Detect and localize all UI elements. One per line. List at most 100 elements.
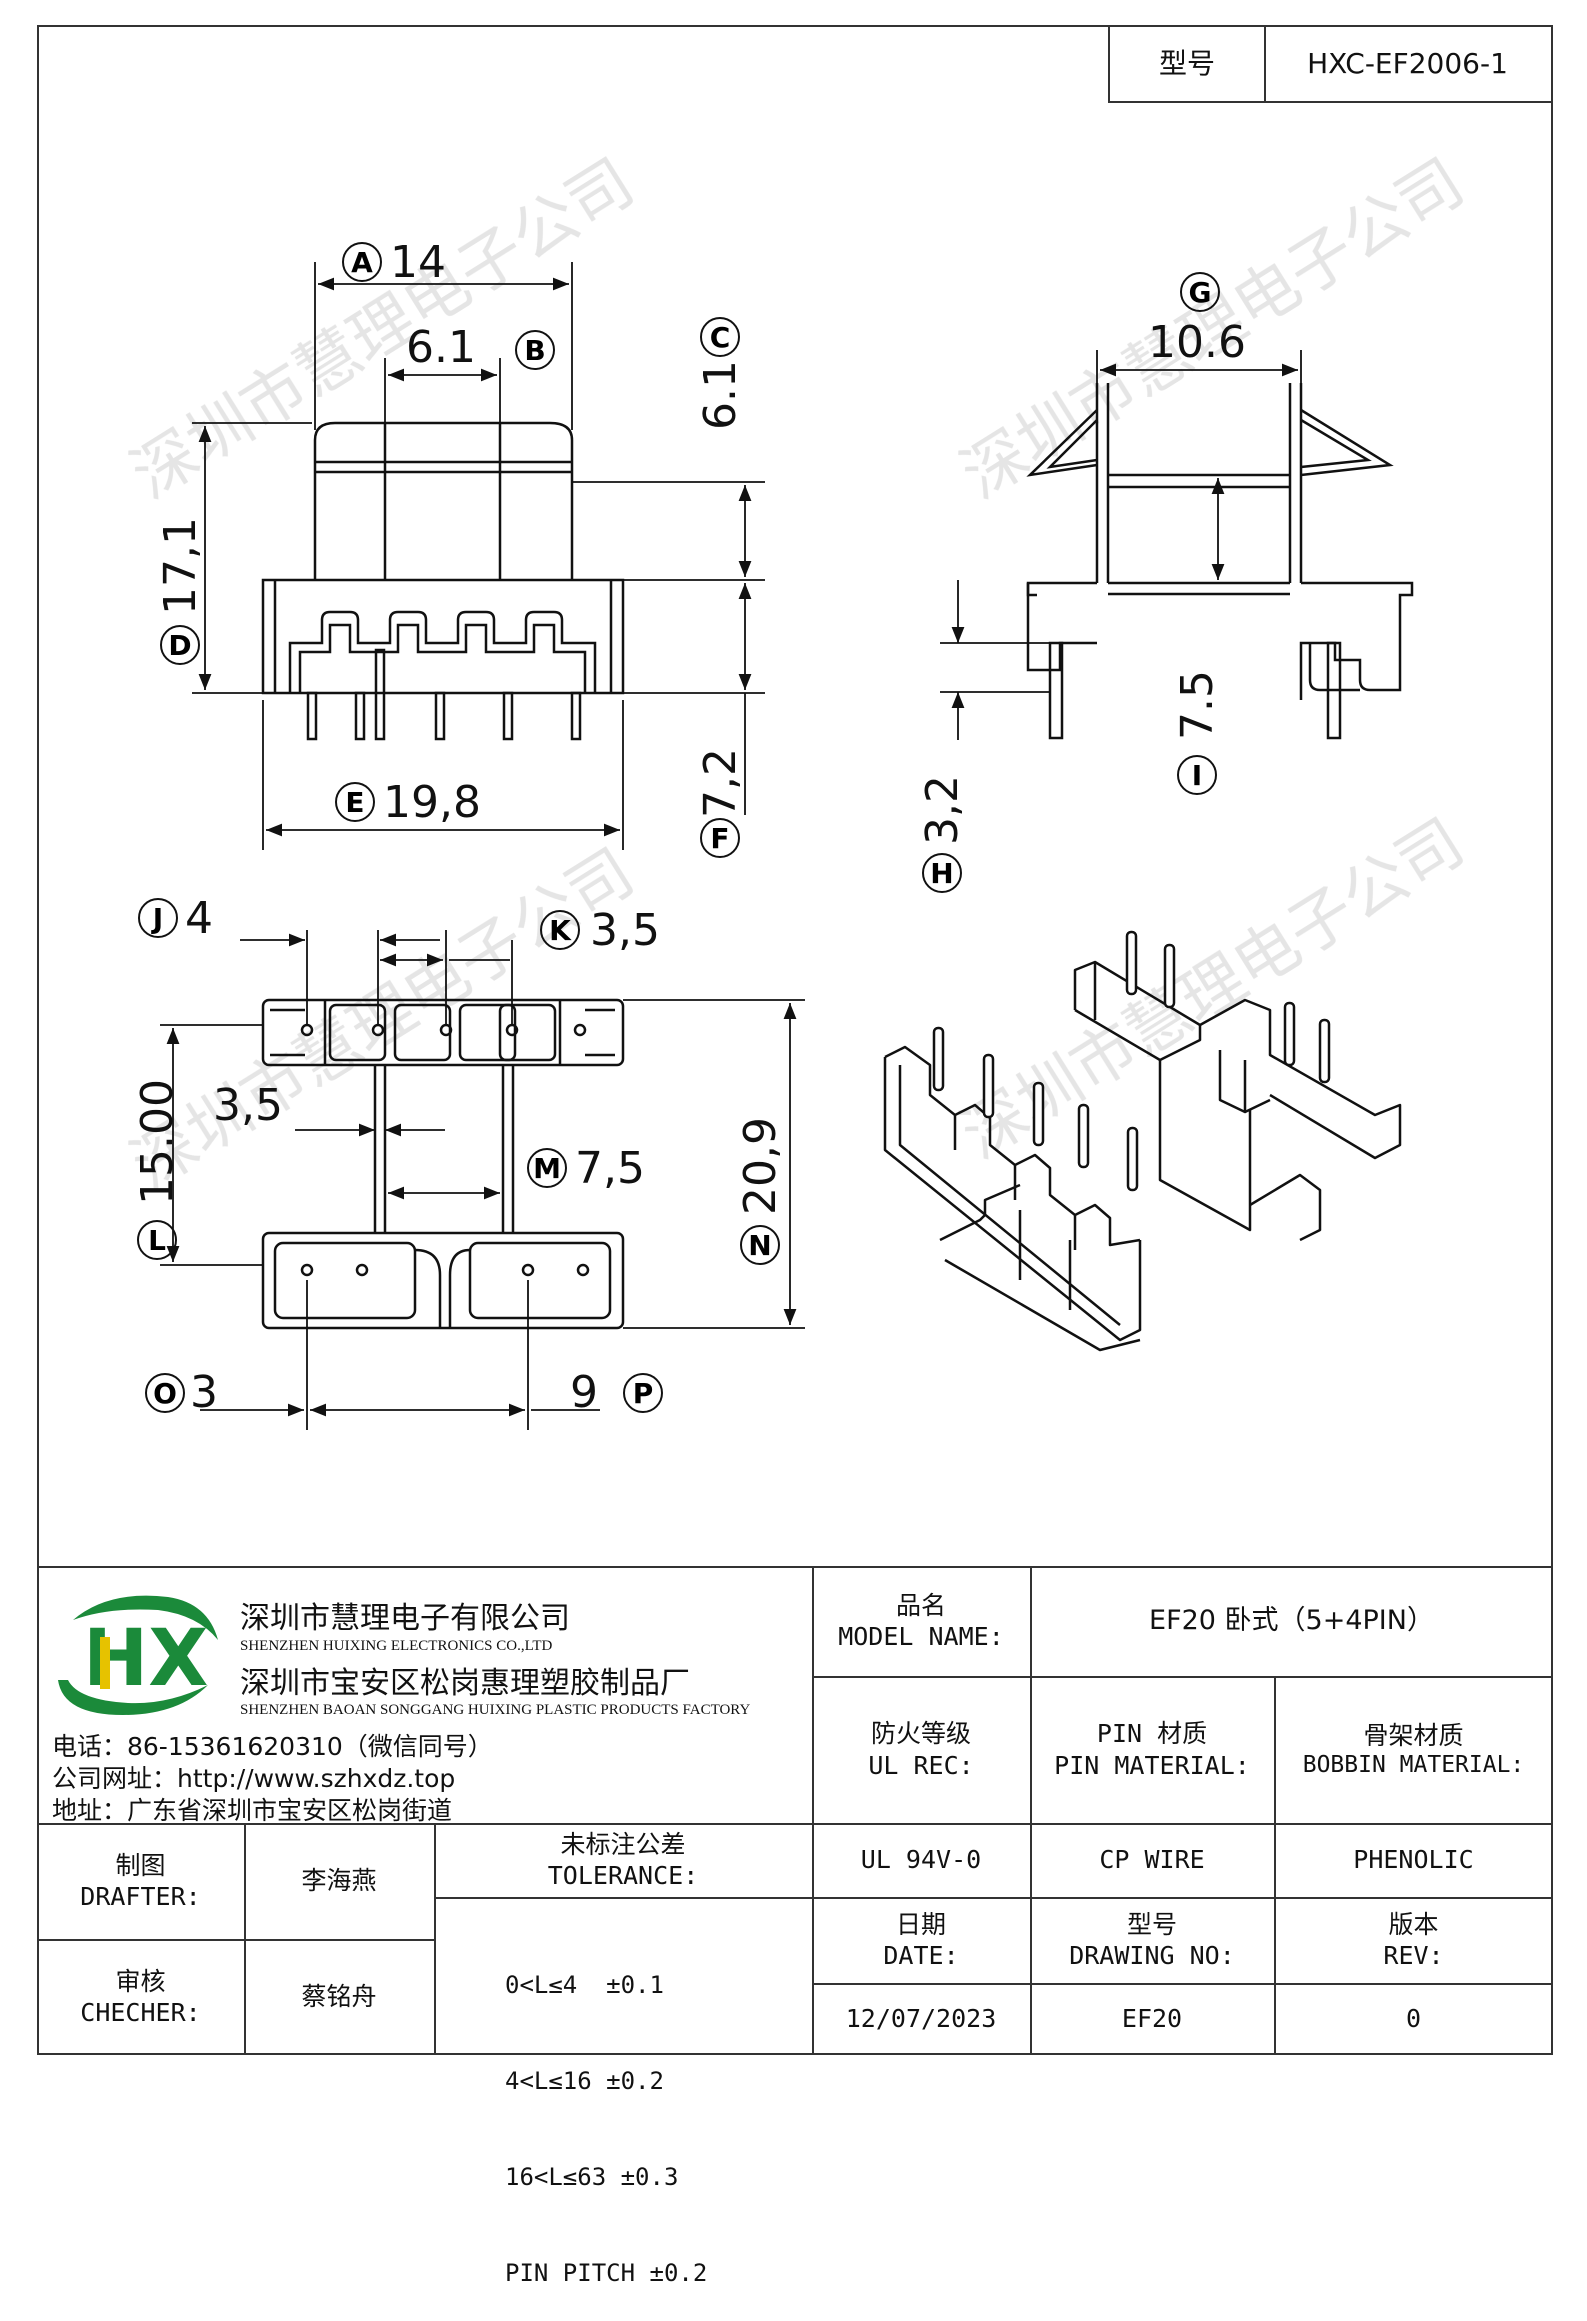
checker-label-cn: 审核 xyxy=(115,1966,166,1996)
pin-material-label-en: PIN MATERIAL: xyxy=(1054,1750,1250,1780)
drafter-name: 李海燕 xyxy=(301,1866,377,1896)
svg-text:A: A xyxy=(351,246,373,279)
svg-text:M: M xyxy=(533,1152,561,1185)
bobbin-material-label-en: BOBBIN MATERIAL: xyxy=(1302,1751,1525,1778)
svg-text:7,5: 7,5 xyxy=(575,1143,645,1194)
model-no-value-cell: HXC-EF2006-1 xyxy=(1264,25,1553,103)
factory-name-cn: 深圳市宝安区松岗惠理塑胶制品厂 xyxy=(240,1666,690,1701)
drafter-label-cell: 制图 DRAFTER: xyxy=(37,1823,244,1939)
svg-text:6.1: 6.1 xyxy=(695,360,746,430)
pin-material-value: CP WIRE xyxy=(1099,1845,1205,1875)
svg-text:17,1: 17,1 xyxy=(155,517,206,615)
ul-rec-label-cn: 防火等级 xyxy=(870,1719,971,1749)
checker-label-cell: 审核 CHECHER: xyxy=(37,1939,244,2055)
tolerance-row: 0<L≤4 ±0.1 xyxy=(505,1971,664,1999)
svg-text:20,9: 20,9 xyxy=(735,1117,786,1215)
bottom-view-labels: J 4 K 3,5 3,5 M 7,5 15.00 L 20,9 N O 3 9… xyxy=(132,893,786,1418)
pin-material-label-cn: PIN 材质 xyxy=(1096,1719,1208,1749)
watermark-text: 深圳市慧理电子公司 xyxy=(949,806,1477,1174)
tb-v1 xyxy=(812,1566,814,2055)
svg-text:K: K xyxy=(549,914,572,947)
svg-text:N: N xyxy=(748,1229,771,1262)
date-value: 12/07/2023 xyxy=(845,2004,997,2034)
side-view xyxy=(1026,383,1414,740)
company-address: 地址：广东省深圳市宝安区松岗街道 xyxy=(52,1796,453,1825)
titleblock-top-line xyxy=(37,1566,1553,1568)
drawing-no-value: EF20 xyxy=(1121,2004,1183,2034)
front-view-labels: A 14 6.1 B 6.1 C 17,1 D E 19,8 7,2 F xyxy=(155,237,746,858)
checker-name-cell: 蔡铭舟 xyxy=(244,1939,434,2055)
tolerance-label-cell: 未标注公差 TOLERANCE: xyxy=(434,1823,812,1897)
svg-text:6.1: 6.1 xyxy=(406,322,476,373)
svg-text:3: 3 xyxy=(190,1367,218,1418)
rev-label-cn: 版本 xyxy=(1388,1909,1439,1939)
front-view xyxy=(261,421,625,741)
technical-drawing: 深圳市慧理电子公司 深圳市慧理电子公司 深圳市慧理电子公司 深圳市慧理电子公司 xyxy=(119,146,1477,1430)
svg-text:3,2: 3,2 xyxy=(917,775,968,845)
drawing-no-label-cell: 型号 DRAWING NO: xyxy=(1030,1897,1274,1983)
model-no-label-cell: 型号 xyxy=(1108,25,1266,103)
svg-text:I: I xyxy=(1192,759,1202,792)
svg-text:H: H xyxy=(930,857,953,890)
drawing-no-label-en: DRAWING NO: xyxy=(1069,1941,1235,1970)
model-name-label-en: MODEL NAME: xyxy=(838,1622,1004,1651)
svg-text:L: L xyxy=(148,1224,166,1257)
svg-text:9: 9 xyxy=(570,1367,598,1418)
ul-rec-label-en: UL REC: xyxy=(868,1750,974,1780)
checker-label-en: CHECHER: xyxy=(80,1998,201,2027)
svg-text:F: F xyxy=(710,822,729,855)
rev-label-cell: 版本 REV: xyxy=(1274,1897,1553,1983)
bobbin-material-label-cell: 骨架材质 BOBBIN MATERIAL: xyxy=(1274,1676,1553,1823)
tb-v5 xyxy=(434,1823,436,2055)
drawing-sheet xyxy=(37,25,1553,2055)
factory-name-en: SHENZHEN BAOAN SONGGANG HUIXING PLASTIC … xyxy=(240,1702,751,1718)
bobbin-material-label-cn: 骨架材质 xyxy=(1363,1720,1464,1750)
isometric-view xyxy=(883,960,1402,1352)
ul-rec-value: UL 94V-0 xyxy=(860,1845,982,1875)
company-name-cn: 深圳市慧理电子有限公司 xyxy=(240,1601,570,1636)
ul-rec-label-cell: 防火等级 UL REC: xyxy=(812,1676,1030,1823)
tolerance-row: 4<L≤16 ±0.2 xyxy=(505,2067,664,2095)
model-no-value: HXC-EF2006-1 xyxy=(1307,46,1508,80)
drawing-no-label-cn: 型号 xyxy=(1126,1909,1177,1939)
svg-text:7.5: 7.5 xyxy=(1172,670,1223,740)
svg-text:19,8: 19,8 xyxy=(383,777,481,828)
svg-text:G: G xyxy=(1189,276,1212,309)
svg-text:O: O xyxy=(153,1377,177,1410)
svg-text:D: D xyxy=(168,629,191,662)
model-name-label-cn: 品名 xyxy=(895,1590,946,1620)
tolerance-label-cn: 未标注公差 xyxy=(560,1829,686,1859)
model-name-value: EF20 卧式（5+4PIN） xyxy=(1149,1605,1434,1637)
date-value-cell: 12/07/2023 xyxy=(812,1983,1030,2055)
date-label-cell: 日期 DATE: xyxy=(812,1897,1030,1983)
svg-text:P: P xyxy=(633,1377,654,1410)
drafter-name-cell: 李海燕 xyxy=(244,1823,434,1939)
watermark: 深圳市慧理电子公司 深圳市慧理电子公司 深圳市慧理电子公司 深圳市慧理电子公司 xyxy=(119,146,1477,1204)
drafter-label-cn: 制图 xyxy=(115,1850,166,1880)
tb-v3 xyxy=(1274,1676,1276,2055)
rev-label-en: REV: xyxy=(1383,1941,1444,1970)
svg-text:E: E xyxy=(345,786,364,819)
side-view-dims xyxy=(940,350,1302,740)
tolerance-label-en: TOLERANCE: xyxy=(547,1861,699,1890)
model-name-value-cell: EF20 卧式（5+4PIN） xyxy=(1030,1566,1553,1676)
pin-pitch-dim: 3,5 xyxy=(213,1080,283,1131)
isometric-pins xyxy=(932,930,1331,1192)
tolerance-row: 16<L≤63 ±0.3 xyxy=(505,2163,679,2191)
side-view-labels: G 10.6 7.5 I 3,2 H xyxy=(917,272,1246,893)
svg-text:14: 14 xyxy=(390,237,446,288)
tb-v2 xyxy=(1030,1566,1032,2055)
rev-value: 0 xyxy=(1405,2004,1422,2034)
tb-v4 xyxy=(244,1823,246,2055)
watermark-text: 深圳市慧理电子公司 xyxy=(119,836,647,1204)
tb-h5 xyxy=(37,1939,434,1941)
checker-name: 蔡铭舟 xyxy=(301,1982,377,2012)
drawing-no-value-cell: EF20 xyxy=(1030,1983,1274,2055)
rev-value-cell: 0 xyxy=(1274,1983,1553,2055)
tb-h3 xyxy=(434,1897,1553,1899)
svg-text:C: C xyxy=(710,321,731,354)
company-website: 公司网址：http://www.szhxdz.top xyxy=(52,1764,456,1793)
tolerance-row: PIN PITCH ±0.2 xyxy=(505,2259,708,2287)
watermark-text: 深圳市慧理电子公司 xyxy=(119,146,647,514)
tolerance-list: 0<L≤4 ±0.1 4<L≤16 ±0.2 16<L≤63 ±0.3 PIN … xyxy=(505,1905,805,2321)
